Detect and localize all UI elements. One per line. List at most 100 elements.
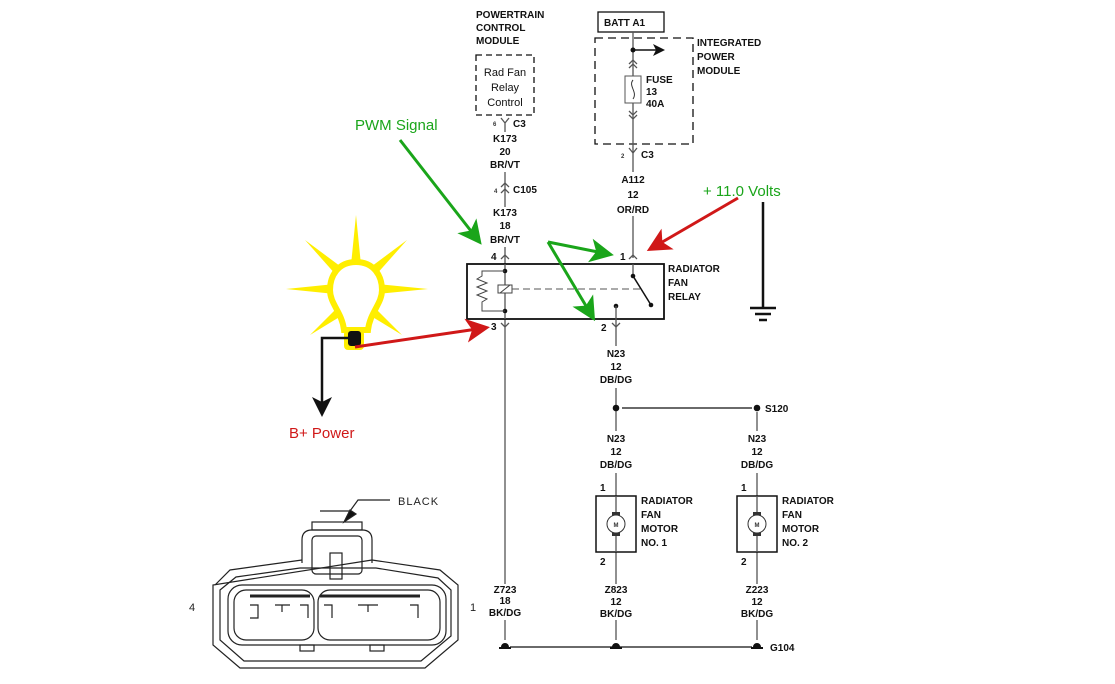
batt-a1-box: [597, 11, 665, 33]
coil-diag: [499, 284, 511, 294]
ground-label: G104: [770, 643, 795, 654]
switch-node: [648, 302, 654, 308]
motor1-brush-top: [612, 512, 620, 516]
fuse-connector-top-icon: [628, 59, 638, 69]
relay-pin-3-connector-icon: [500, 322, 510, 328]
pwm-arrow-icon: [398, 139, 482, 245]
relay-pin-4-connector-icon: [500, 254, 510, 260]
a112-gauge: 12: [627, 190, 639, 201]
z223-gauge: 12: [751, 597, 763, 608]
ipm-title-2: POWER: [697, 52, 736, 63]
fuse-number: 13: [646, 87, 658, 98]
motor1-brush-bottom: [612, 532, 620, 536]
motor2-title-2: FAN: [782, 510, 802, 521]
ipm-title-1: INTEGRATED: [697, 38, 761, 49]
voltage-arrow-icon: [646, 196, 739, 252]
motor2-brush-bottom: [753, 532, 761, 536]
ipm-connector: C3: [641, 150, 654, 161]
housing-tab-left: [299, 644, 315, 652]
motor1-pin-top: 1: [600, 483, 606, 494]
pcm-pin: 6: [493, 122, 497, 128]
chassis-ground-icon: [750, 202, 776, 322]
z223-circuit: Z223: [746, 585, 769, 596]
black-leader-arrow-icon: [342, 509, 358, 524]
pcm-box-line-2: Relay: [491, 82, 520, 94]
b-plus-to-pin3-arrow-icon: [354, 318, 490, 349]
n23-a-color: DB/DG: [600, 375, 632, 386]
ipm-title-3: MODULE: [697, 66, 741, 77]
a112-color: OR/RD: [617, 205, 649, 216]
connector-pin-left-label: 4: [189, 602, 196, 614]
cavity-frame: [227, 584, 447, 646]
c105-connector-icon: [500, 182, 510, 194]
motor2-title-3: MOTOR: [782, 524, 820, 535]
relay-title-2: FAN: [668, 278, 688, 289]
k173-20-color: BR/VT: [490, 160, 520, 171]
housing-inner: [219, 567, 452, 662]
k173-18-color: BR/VT: [490, 235, 520, 246]
fuse-element-icon: [631, 79, 635, 100]
ground-bus: G104: [499, 643, 795, 654]
housing-tab-right: [369, 644, 385, 652]
c105-connector: C105: [513, 185, 537, 196]
housing-outer: [212, 559, 459, 669]
motor1-title-3: MOTOR: [641, 524, 679, 535]
pcm-box-line-1: Rad Fan: [484, 67, 526, 79]
green-arrow-to-pin1-icon: [547, 238, 614, 263]
motor2-symbol: M: [755, 523, 760, 529]
green-arrow-to-pin2-icon: [546, 241, 596, 322]
light-bulb-icon: [286, 215, 428, 350]
motor1-pin-bottom: 2: [600, 557, 606, 568]
motor2-icon: [747, 514, 767, 534]
relay-pin-3: 3: [491, 322, 497, 333]
a112-circuit: A112: [621, 175, 645, 186]
powertrain-control-module: POWERTRAIN CONTROL MODULE Rad Fan Relay …: [475, 10, 544, 130]
voltage-label: + 11.0 Volts: [703, 183, 781, 200]
integrated-power-module: BATT A1 INTEGRATED POWER MODULE FUSE 13 …: [594, 11, 761, 170]
n23-c-gauge: 12: [751, 447, 763, 458]
n23-c-color: DB/DG: [741, 460, 773, 471]
latch-body: [301, 529, 373, 563]
z723-color: BK/DG: [489, 608, 521, 619]
connector-color-label: BLACK: [398, 496, 439, 508]
c105-pin: 4: [494, 189, 498, 195]
pcm-box-line-3: Control: [487, 97, 522, 109]
motor2-pin-top: 1: [741, 483, 747, 494]
relay-pin-2-connector-icon: [611, 322, 621, 328]
b-plus-label: B+ Power: [289, 425, 354, 442]
bulb-base: [348, 331, 361, 346]
fuse-rating: 40A: [646, 99, 664, 110]
relay-pin-4: 4: [491, 252, 497, 263]
z823-color: BK/DG: [600, 609, 632, 620]
bulb-glass: [326, 258, 386, 333]
label-bg: [739, 584, 775, 620]
motor1-title-2: FAN: [641, 510, 661, 521]
motor1-title-4: NO. 1: [641, 538, 668, 549]
radiator-fan-motor-1: 1 M RADIATOR FAN MOTOR NO. 1 2: [595, 483, 694, 568]
splice-node-left: [612, 404, 620, 412]
k173-18-gauge: 18: [499, 221, 511, 232]
motor2-title-4: NO. 2: [782, 538, 809, 549]
batt-a1-label: BATT A1: [604, 18, 646, 29]
pcm-connector-icon: [500, 117, 510, 128]
pcm-title-2: CONTROL: [476, 23, 525, 34]
cavity-left: [233, 589, 315, 641]
splice-label: S120: [765, 404, 789, 415]
motor1-symbol: M: [614, 523, 619, 529]
ground-icon-1: [499, 643, 511, 649]
pwm-signal-label: PWM Signal: [355, 117, 438, 134]
relay-title-1: RADIATOR: [668, 264, 721, 275]
pcm-connector: C3: [513, 119, 526, 130]
motor1-title-1: RADIATOR: [641, 496, 694, 507]
relay-pin-1-connector-icon: [628, 254, 638, 260]
radiator-fan-motor-2: 1 M RADIATOR FAN MOTOR NO. 2 2: [736, 483, 835, 568]
pcm-title-1: POWERTRAIN: [476, 10, 544, 21]
n23-a-circuit: N23: [607, 349, 626, 360]
pcm-box: [475, 54, 535, 116]
connector-pin-right-label: 1: [470, 602, 477, 614]
n23-a-gauge: 12: [610, 362, 622, 373]
ground-icon-3: [751, 643, 763, 649]
motor2-pin-bottom: 2: [741, 557, 747, 568]
k173-20-gauge: 20: [499, 147, 511, 158]
